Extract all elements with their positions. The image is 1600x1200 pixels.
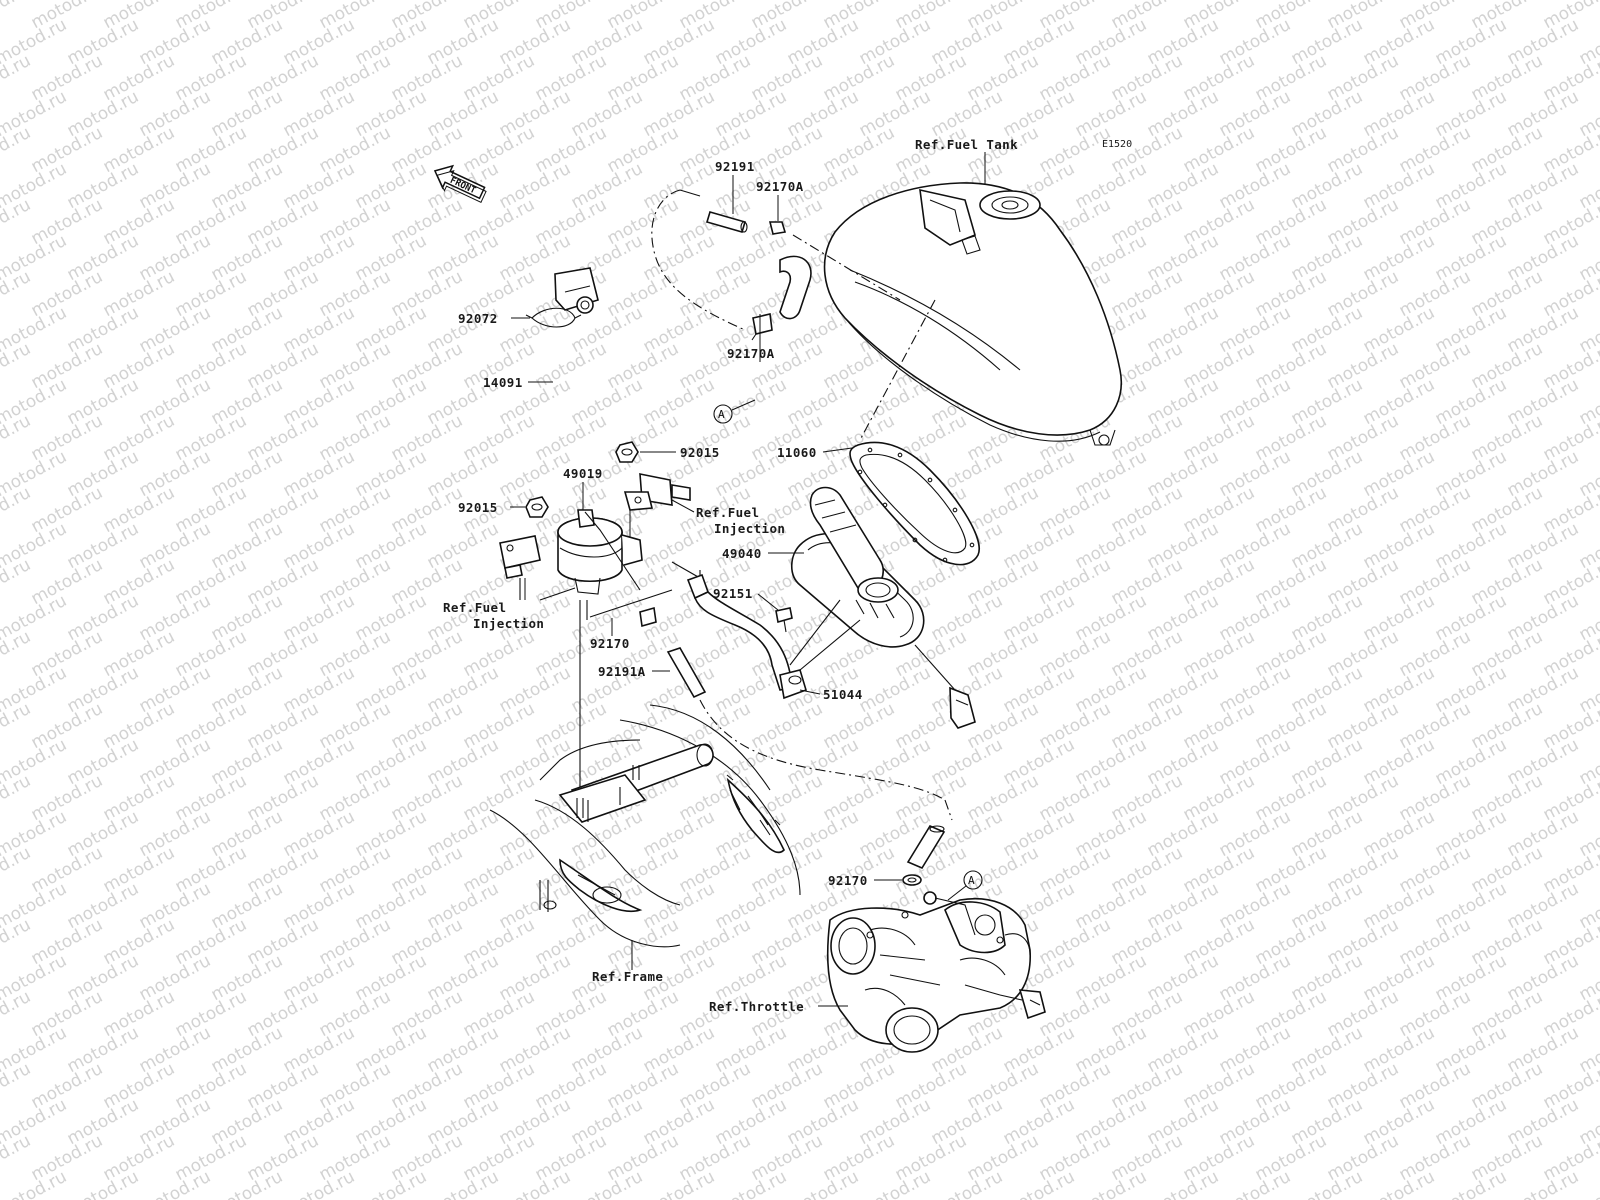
clamp-92170-low [902,874,922,886]
label-92170-low: 92170 [828,873,868,888]
hose-92191 [706,211,748,233]
svg-text:A: A [718,408,725,421]
hose-throttle-feed [906,824,946,870]
nut-92015-right [615,441,639,463]
ref-a-top: A [713,399,756,424]
label-92072: 92072 [458,311,498,326]
hose-breather-bend [779,255,812,320]
diagram-code: E1520 [1102,139,1132,150]
label-92170a-top: 92170A [756,179,804,194]
fuel-tank [823,182,1122,446]
label-11060: 11060 [777,445,817,460]
nut-92015-left [525,496,549,518]
clamp-92170a-mid [751,313,773,341]
label-49040: 49040 [722,546,762,561]
label-ref-frame: Ref.Frame [592,969,663,984]
hose-51044 [686,573,861,700]
label-51044: 51044 [823,687,863,702]
label-ref-fuel-injection-right-1: Ref.Fuel [696,505,759,520]
bolt-92151 [775,607,793,633]
hose-92191a [666,647,707,699]
sensor-right [623,473,691,511]
label-92170a-mid: 92170A [727,346,775,361]
label-92015-left: 92015 [458,500,498,515]
clamp-92170-mid [639,606,657,628]
svg-text:A: A [968,874,975,887]
label-92191: 92191 [715,159,755,174]
label-49019: 49019 [563,466,603,481]
label-92015-right: 92015 [680,445,720,460]
label-92151: 92151 [713,586,753,601]
label-92170-mid: 92170 [590,636,630,651]
label-ref-fuel-tank: Ref.Fuel Tank [915,137,1018,152]
cover-14091 [554,267,599,314]
label-92191a: 92191A [598,664,646,679]
throttle-body [826,891,1046,1053]
label-14091: 14091 [483,375,523,390]
fuel-filter-49019 [557,509,643,820]
label-ref-throttle: Ref.Throttle [709,999,804,1014]
label-ref-fuel-injection-left-2: Injection [473,616,544,631]
sensor-left [499,535,541,600]
front-arrow-icon: FRONT [433,164,487,203]
fuel-pump-49040 [790,486,976,729]
frame [489,704,801,948]
gasket-11060 [849,441,980,566]
label-ref-fuel-injection-right-2: Injection [714,521,785,536]
band-92072 [525,307,582,328]
clamp-92170a-top [768,221,787,235]
label-ref-fuel-injection-left-1: Ref.Fuel [443,600,506,615]
ref-a-bottom: A [947,870,983,901]
